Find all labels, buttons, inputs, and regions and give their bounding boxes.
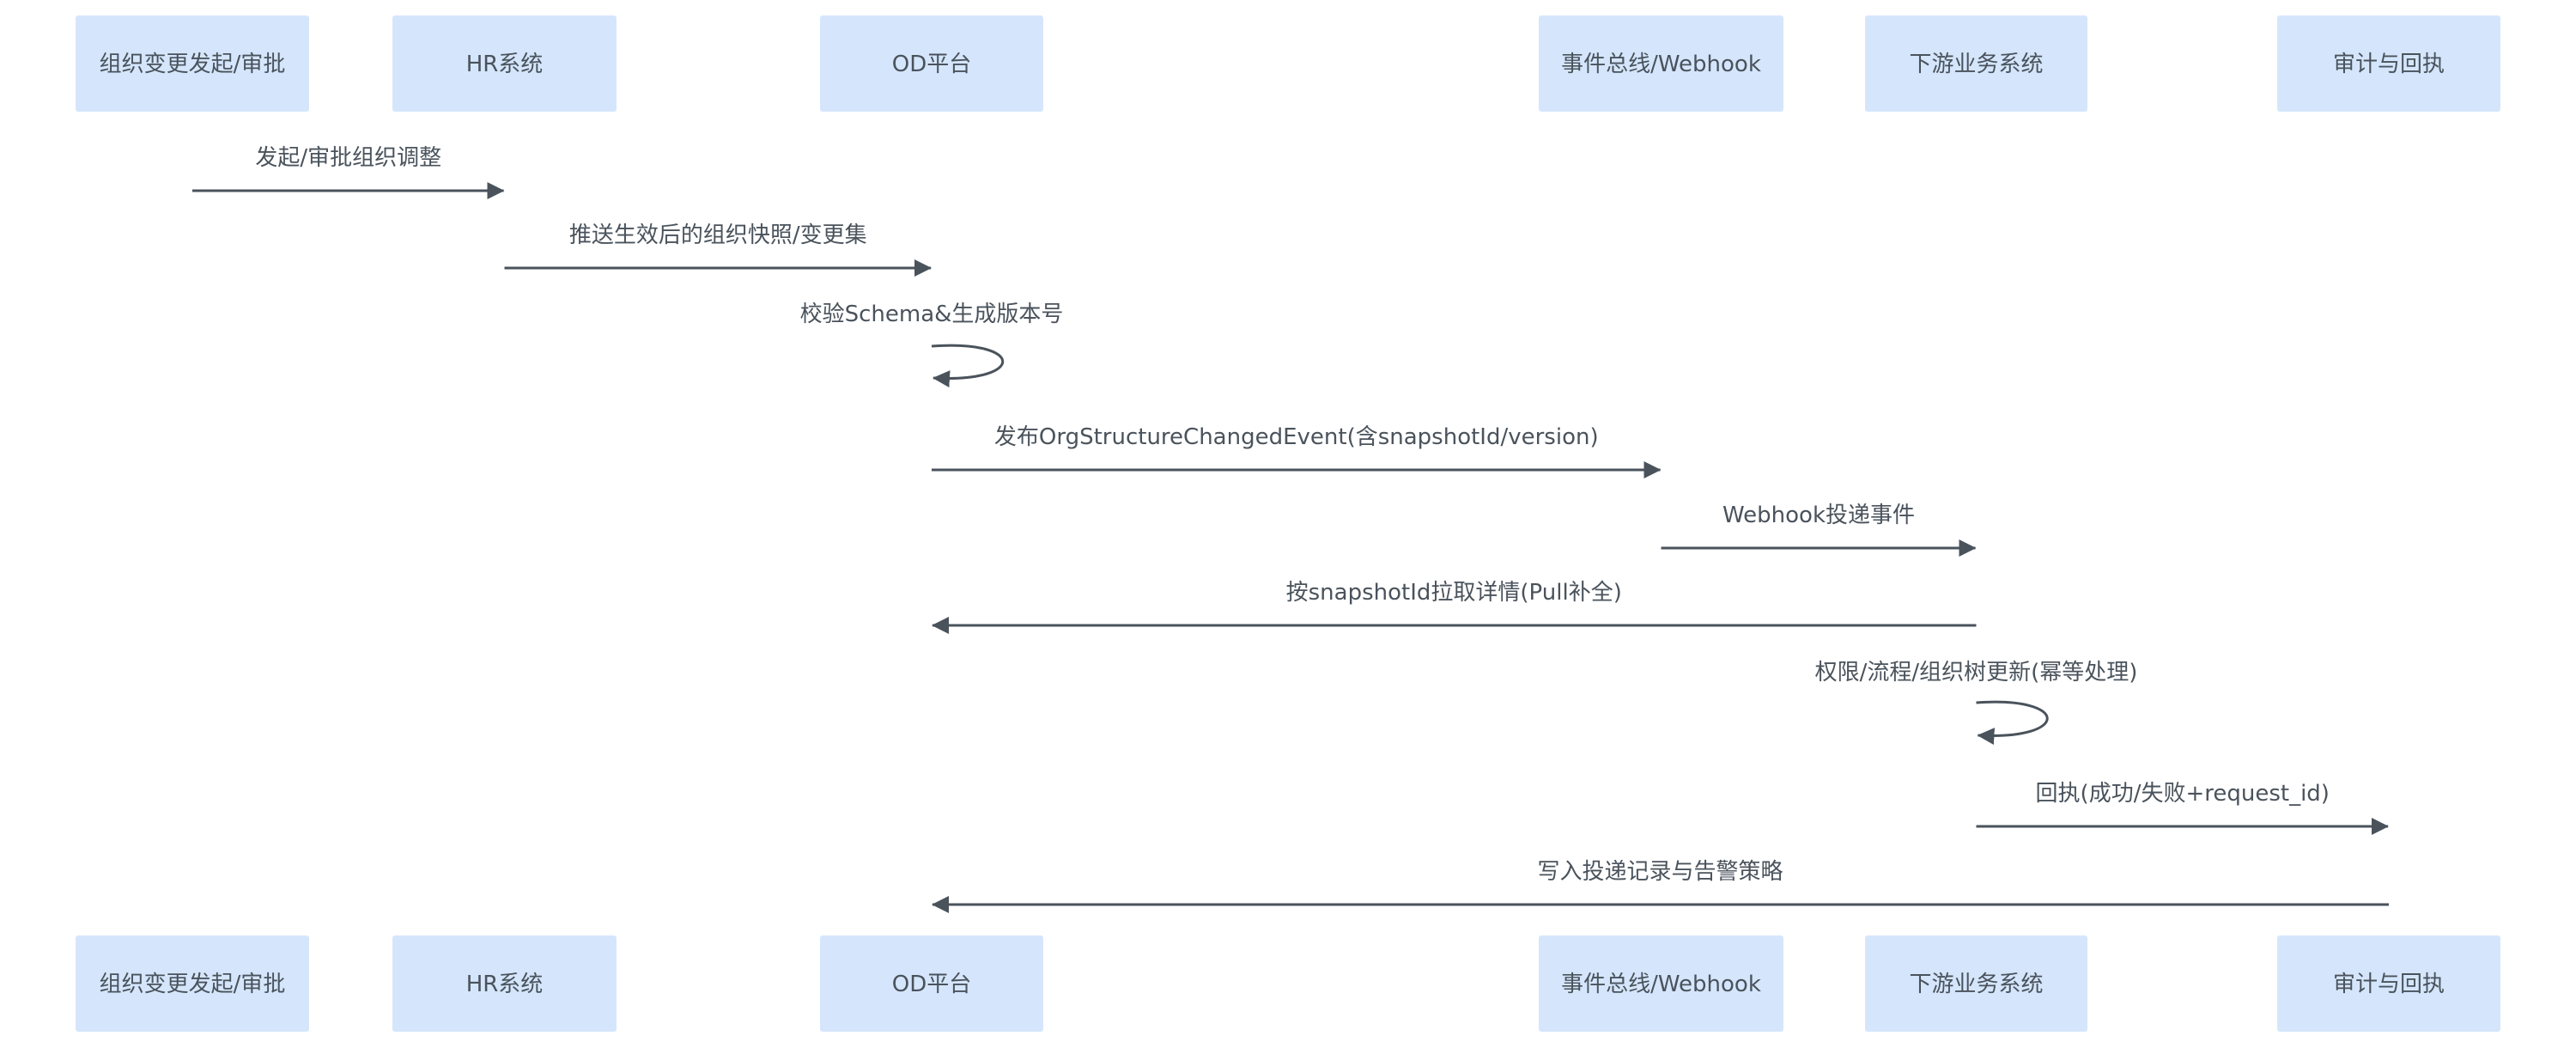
self-loop-arrow: [931, 344, 1005, 388]
actor-label: 组织变更发起/审批: [100, 972, 286, 997]
actor-initiator-bottom: 组织变更发起/审批: [76, 935, 309, 1032]
actor-downstream-top: 下游业务系统: [1865, 15, 2087, 112]
actor-bus-bottom: 事件总线/Webhook: [1539, 935, 1783, 1032]
actor-hr-bottom: HR系统: [392, 935, 617, 1032]
actor-box: [1865, 935, 2087, 1032]
actor-label: OD平台: [892, 52, 972, 77]
actor-box: [1539, 15, 1783, 112]
message-label: 权限/流程/组织树更新(幂等处理): [1815, 660, 2138, 685]
actor-label: 审计与回执: [2333, 52, 2445, 77]
message-7: 权限/流程/组织树更新(幂等处理): [1815, 660, 2138, 746]
actor-box: [76, 935, 309, 1032]
message-1: 发起/审批组织调整: [192, 145, 505, 199]
message-label: 校验Schema&生成版本号: [800, 302, 1064, 327]
actor-label: 事件总线/Webhook: [1561, 972, 1761, 997]
message-4: 发布OrgStructureChangedEvent(含snapshotId/v…: [932, 424, 1662, 478]
actor-audit-bottom: 审计与回执: [2277, 935, 2500, 1032]
message-label: 按snapshotId拉取详情(Pull补全): [1286, 580, 1622, 606]
actor-box: [1865, 15, 2087, 112]
actor-label: 审计与回执: [2333, 972, 2445, 997]
actor-box: [76, 15, 309, 112]
actor-box: [392, 15, 617, 112]
messages: 发起/审批组织调整推送生效后的组织快照/变更集校验Schema&生成版本号发布O…: [192, 145, 2389, 913]
actor-bus-top: 事件总线/Webhook: [1539, 15, 1783, 112]
actor-box: [2277, 15, 2500, 112]
actors-bottom: 组织变更发起/审批 HR系统 OD平台 事件总线/Webhook 下游业务系统 审计与回执: [76, 935, 2500, 1032]
message-label: 回执(成功/失败+request_id): [2036, 781, 2330, 807]
actor-od-top: OD平台: [820, 15, 1043, 112]
actor-label: OD平台: [892, 972, 972, 997]
message-9: 写入投递记录与告警策略: [932, 859, 2389, 913]
message-5: Webhook投递事件: [1661, 503, 1977, 557]
actor-label: 组织变更发起/审批: [100, 52, 286, 77]
message-label: Webhook投递事件: [1722, 503, 1915, 528]
actor-label: HR系统: [466, 52, 544, 77]
actor-audit-top: 审计与回执: [2277, 15, 2500, 112]
actor-downstream-bottom: 下游业务系统: [1865, 935, 2087, 1032]
message-2: 推送生效后的组织快照/变更集: [504, 222, 932, 277]
message-8: 回执(成功/失败+request_id): [1976, 781, 2389, 835]
actor-hr-top: HR系统: [392, 15, 617, 112]
message-3: 校验Schema&生成版本号: [800, 302, 1064, 388]
actor-box: [392, 935, 617, 1032]
message-label: 发布OrgStructureChangedEvent(含snapshotId/v…: [994, 424, 1599, 450]
actor-label: 下游业务系统: [1909, 972, 2043, 997]
actor-box: [2277, 935, 2500, 1032]
self-loop-arrow: [1976, 700, 2049, 746]
message-label: 推送生效后的组织快照/变更集: [569, 222, 867, 248]
actor-box: [820, 935, 1043, 1032]
actor-label: HR系统: [466, 972, 544, 997]
actor-label: 下游业务系统: [1909, 52, 2043, 77]
message-label: 写入投递记录与告警策略: [1537, 859, 1783, 885]
actors-top: 组织变更发起/审批 HR系统 OD平台 事件总线/Webhook 下游业务系统 审计与回执: [76, 15, 2500, 112]
actor-box: [1539, 935, 1783, 1032]
actor-initiator-top: 组织变更发起/审批: [76, 15, 309, 112]
message-6: 按snapshotId拉取详情(Pull补全): [932, 580, 1977, 634]
actor-od-bottom: OD平台: [820, 935, 1043, 1032]
actor-box: [820, 15, 1043, 112]
actor-label: 事件总线/Webhook: [1561, 52, 1761, 77]
message-label: 发起/审批组织调整: [255, 145, 441, 171]
